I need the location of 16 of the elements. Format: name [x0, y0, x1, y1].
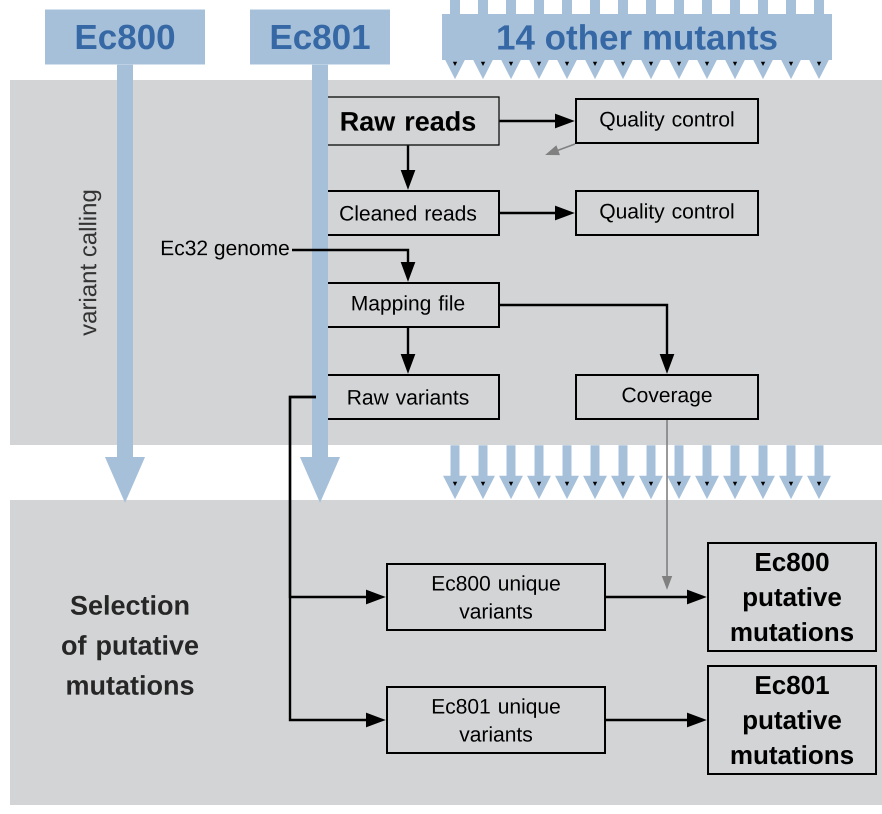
process-box: Quality control [575, 190, 760, 236]
process-box: Raw variants [316, 374, 500, 420]
sample-header: Ec801 [250, 10, 390, 64]
process-box: Ec800 unique variants [386, 563, 606, 631]
process-box: Ec801 putative mutations [707, 665, 878, 775]
node-label: 14 other mutants [498, 24, 777, 50]
process-box: Cleaned reads [316, 190, 500, 236]
process-box: Coverage [575, 374, 760, 420]
process-box: Ec800 putative mutations [707, 542, 878, 652]
process-box: Ec801 unique variants [386, 686, 606, 754]
sample-header: 14 other mutants [442, 14, 832, 60]
process-box: Mapping file [316, 282, 500, 328]
input-label: Ec32 genome [162, 240, 289, 260]
process-box: Quality control [575, 98, 760, 144]
sample-header: Ec800 [45, 10, 205, 64]
process-box: Raw reads [316, 96, 500, 146]
